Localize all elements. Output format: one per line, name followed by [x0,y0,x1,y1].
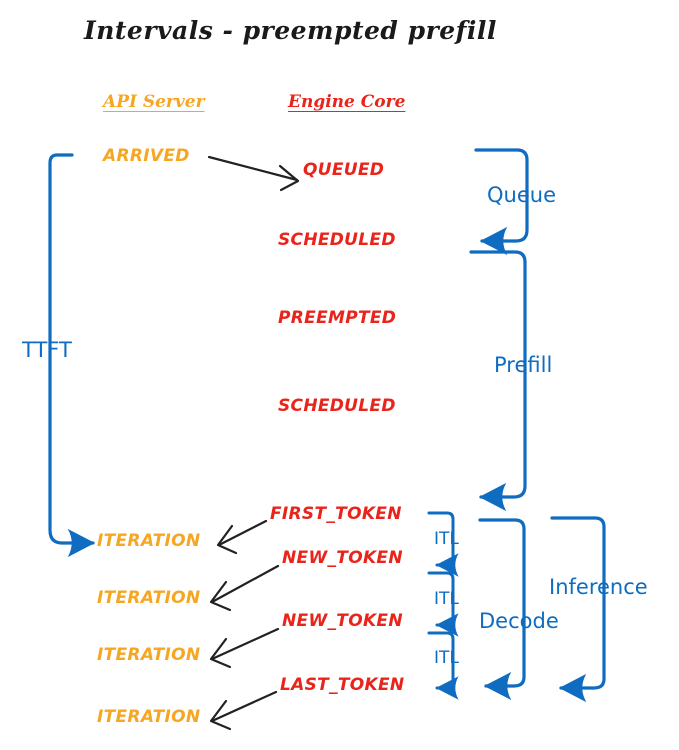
arrow-last-token-to-iteration [209,690,278,731]
event-iteration-4: ITERATION [97,707,201,727]
measure-label-itl-1: ITL [434,529,459,549]
event-first-token: FIRST_TOKEN [270,504,402,524]
arrow-new-token-2-to-iteration [209,627,280,669]
measure-label-ttft: TTFT [22,338,72,362]
event-iteration-3: ITERATION [97,645,201,665]
event-iteration-1: ITERATION [97,531,201,551]
column-header-api-server: API Server [103,92,205,112]
event-preempted: PREEMPTED [278,308,397,328]
measure-label-prefill: Prefill [494,353,553,377]
measure-label-itl-2: ITL [434,589,459,609]
event-last-token: LAST_TOKEN [280,675,405,695]
arrow-arrived-to-queued [207,155,300,192]
event-iteration-2: ITERATION [97,588,201,608]
measure-label-itl-3: ITL [434,648,459,668]
event-new-token-1: NEW_TOKEN [282,548,403,568]
column-header-engine-core: Engine Core [288,92,406,112]
arrow-new-token-1-to-iteration [209,564,280,612]
measure-label-inference: Inference [549,575,648,599]
measure-label-queue: Queue [487,183,556,207]
measure-label-decode: Decode [479,609,559,633]
bracket-decode [478,518,526,701]
event-queued: QUEUED [303,160,385,180]
event-arrived: ARRIVED [103,146,190,166]
event-scheduled-2: SCHEDULED [278,396,396,416]
event-scheduled-1: SCHEDULED [278,230,396,250]
arrow-first-token-to-iteration [216,519,268,555]
event-new-token-2: NEW_TOKEN [282,611,403,631]
page-title: Intervals - preempted prefill [84,16,497,45]
bracket-inference [550,516,606,703]
